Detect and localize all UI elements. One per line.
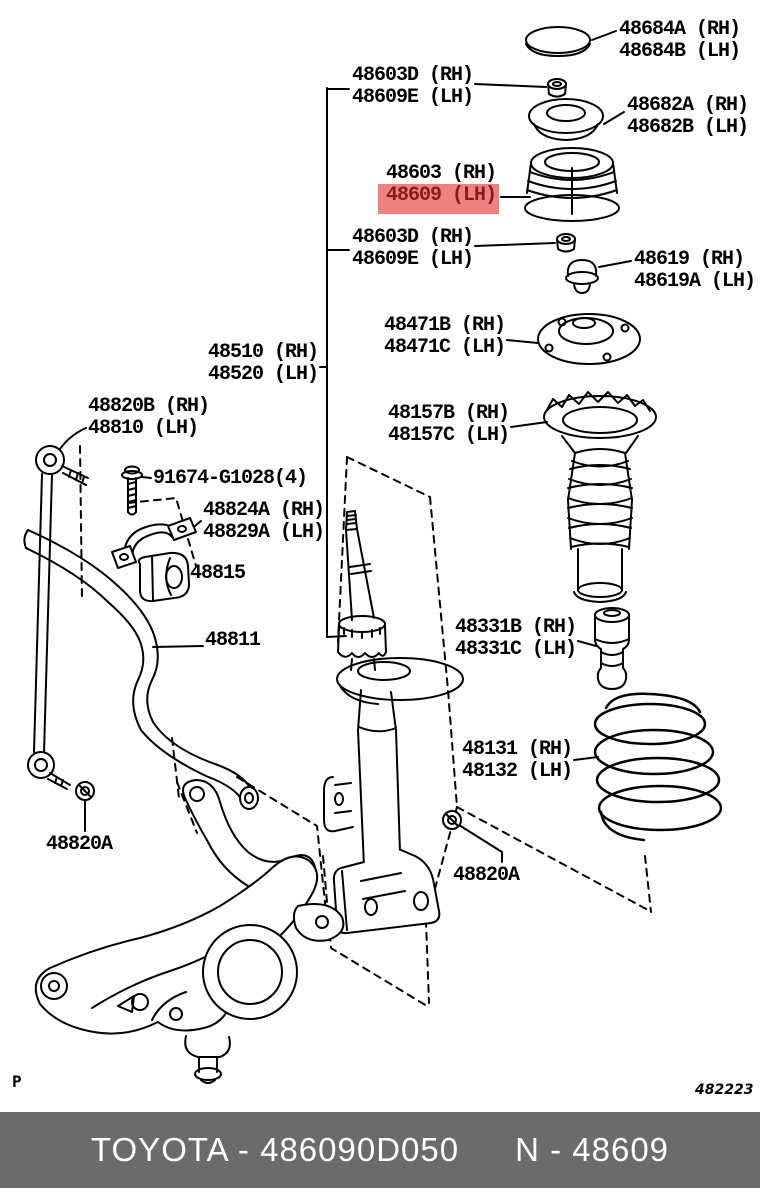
part-label-48820A-left[interactable]: 48820A [46,833,113,856]
stabilizer-bar-drawing [23,529,259,810]
part-label-line: 48131 (RH) [462,738,573,761]
stabilizer-bush-drawing [137,551,190,603]
part-label-48811[interactable]: 48811 [205,629,261,652]
support-drawing [537,313,641,365]
part-label-line: 48603D (RH) [352,226,474,249]
selected-part-highlight [378,184,499,214]
part-label-line: 48510 (RH) [208,341,319,364]
part-label-48603D-lower[interactable]: 48603D (RH) 48609E (LH) [352,226,474,271]
upper-nut-drawing [547,78,567,98]
part-label-48684[interactable]: 48684A (RH) 48684B (LH) [619,18,741,63]
part-label-line: 91674-G1028(4) [153,467,308,490]
bearing-drawing [528,98,604,141]
part-label-48603-selected[interactable]: 48603 (RH) 48609 (LH) [386,162,497,207]
part-label-line: 48520 (LH) [208,363,319,386]
part-label-48331[interactable]: 48331B (RH) 48331C (LH) [455,616,577,661]
part-label-48824A[interactable]: 48824A (RH) 48829A (LH) [203,499,325,544]
part-label-48510[interactable]: 48510 (RH) 48520 (LH) [208,341,319,386]
part-label-line: 48811 [205,629,261,652]
part-label-line: 48815 [190,562,246,585]
part-label-line: 48820A [453,864,520,887]
assembly-boundary-dashes [79,445,652,1007]
part-label-91674[interactable]: 91674-G1028(4) [153,467,308,490]
lower-nut-drawing [556,233,576,253]
part-label-48603D-upper[interactable]: 48603D (RH) 48609E (LH) [352,64,474,109]
figure-number: 482223 [695,1082,754,1098]
part-label-line: 48684A (RH) [619,18,741,41]
spring-bumper-drawing [594,607,630,690]
part-label-48815[interactable]: 48815 [190,562,246,585]
part-label-line: 48810 (LH) [88,417,199,440]
stabilizer-link-drawing [27,445,89,790]
part-label-line: 48603 (RH) [386,162,497,185]
dust-boot-drawing [524,147,620,222]
part-label-line: 48619A (LH) [634,270,756,293]
part-label-line: 48619 (RH) [634,248,745,271]
part-label-48131[interactable]: 48131 (RH) 48132 (LH) [462,738,573,783]
part-label-48820A-bottom[interactable]: 48820A [453,864,520,887]
bolt-drawing [121,465,143,516]
stopper-drawing [565,259,599,294]
coil-spring-drawing [593,692,723,842]
part-label-line: 48682B (LH) [627,116,749,139]
link-nut-drawing [75,781,95,801]
part-label-line: 48609E (LH) [352,86,474,109]
cap-drawing [525,26,591,57]
part-label-line: 48829A (LH) [203,521,325,544]
footer-catalog-code: TOYOTA - 486090D050 [90,1131,460,1168]
part-label-line: 48820B (RH) [88,395,210,418]
part-label-line: 48157C (LH) [388,424,510,447]
part-label-line: 48603D (RH) [352,64,474,87]
footer-part-group: N - 48609 [515,1131,670,1168]
part-label-48820B[interactable]: 48820B (RH) 48810 (LH) [88,395,210,440]
part-label-line: 48157B (RH) [388,402,510,425]
part-label-48682[interactable]: 48682A (RH) 48682B (LH) [627,94,749,139]
page-letter: P [12,1072,22,1091]
strut-drawing [323,510,464,935]
part-label-line: 48682A (RH) [627,94,749,117]
strut-bottom-nut-drawing [442,810,462,830]
part-label-line: 48331B (RH) [455,616,577,639]
stabilizer-bracket-drawing [111,517,197,569]
knuckle-drawing [34,779,345,1084]
spring-seat-drawing [543,391,657,603]
footer-bar: TOYOTA - 486090D050 N - 48609 [0,1112,760,1188]
part-label-48619[interactable]: 48619 (RH) 48619A (LH) [634,248,756,293]
part-label-line: 48471B (RH) [384,314,506,337]
part-label-48157[interactable]: 48157B (RH) 48157C (LH) [388,402,510,447]
part-label-line: 48609E (LH) [352,248,474,271]
part-label-line: 48132 (LH) [462,760,573,783]
part-label-line: 48471C (LH) [384,336,506,359]
part-label-line-selected: 48609 (LH) [386,184,497,207]
part-label-48471[interactable]: 48471B (RH) 48471C (LH) [384,314,506,359]
part-label-line: 48824A (RH) [203,499,325,522]
part-label-line: 48331C (LH) [455,638,577,661]
part-label-line: 48820A [46,833,113,856]
part-label-line: 48684B (LH) [619,40,741,63]
